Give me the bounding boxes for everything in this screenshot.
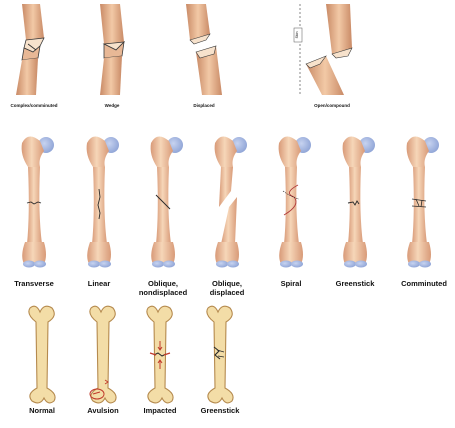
label-wedge: Wedge [80, 103, 144, 108]
label-displaced: Displaced [172, 103, 236, 108]
open-compound-closeup-icon: Skin [294, 4, 352, 95]
impacted-bone-icon [147, 306, 173, 403]
label-open-compound: Open/compound [300, 103, 364, 108]
comminuted-femur-icon [407, 136, 439, 267]
transverse-fracture-icon [22, 136, 54, 267]
label-comminuted: Comminuted [393, 279, 455, 288]
avulsion-bone-icon [90, 306, 116, 403]
displaced-closeup-icon [186, 4, 222, 95]
label-greenstick-bone: Greenstick [193, 406, 247, 415]
label-greenstick-femur: Greenstick [325, 279, 385, 288]
comminuted-closeup-icon [16, 4, 44, 95]
label-transverse: Transverse [4, 279, 64, 288]
label-spiral: Spiral [261, 279, 321, 288]
greenstick-femur-icon [343, 136, 375, 267]
label-oblique-displaced: Oblique, displaced [197, 279, 257, 297]
spiral-fracture-icon [279, 136, 311, 267]
label-oblique-nondisplaced: Oblique, nondisplaced [133, 279, 193, 297]
label-linear: Linear [69, 279, 129, 288]
linear-fracture-icon [87, 136, 119, 267]
oblique-displaced-fracture-icon [215, 136, 247, 267]
greenstick-bone-icon [207, 306, 233, 403]
oblique-nondisplaced-fracture-icon [151, 136, 183, 267]
normal-bone-icon [29, 306, 55, 403]
label-impacted: Impacted [133, 406, 187, 415]
skin-marker-label: Skin [295, 32, 299, 39]
label-complex-comminuted: Complex/comminuted [2, 103, 66, 108]
wedge-closeup-icon [100, 4, 124, 95]
label-normal: Normal [15, 406, 69, 415]
label-avulsion: Avulsion [76, 406, 130, 415]
